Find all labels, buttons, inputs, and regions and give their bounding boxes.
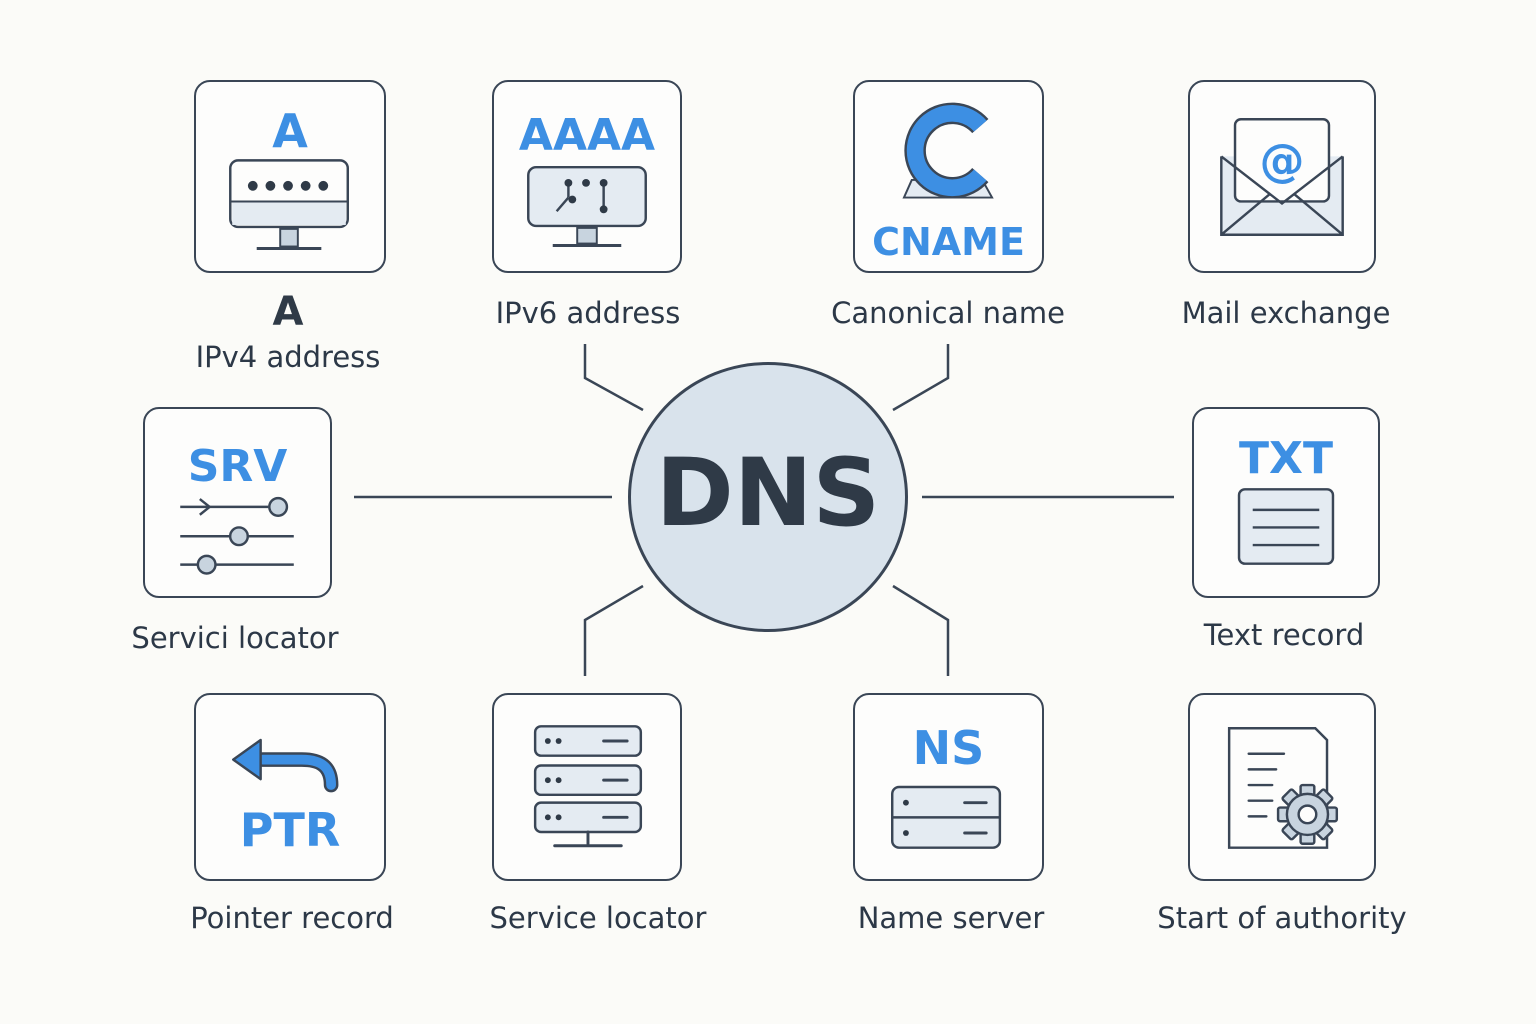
a-record-title: A [272,289,304,335]
dns-hub: DNS [628,362,908,632]
sliders-icon [180,496,294,575]
a-record-label: IPv4 address [195,340,381,374]
connector-server [583,584,644,676]
txt-record-card[interactable]: TXT [1192,407,1380,598]
letter-c-icon [902,102,994,199]
cname-record-card[interactable]: CNAME [853,80,1044,273]
monitor-icon [229,159,349,250]
txt-record-label: Text record [1203,618,1365,652]
cname-record-label: Canonical name [831,296,1065,330]
mx-record-label: Mail exchange [1181,296,1391,330]
monitor-network-icon [527,165,647,247]
mx-record-card[interactable]: @ [1188,80,1376,273]
service-locator-label: Service locator [489,901,707,935]
aaaa-record-card[interactable]: AAAA [492,80,682,273]
txt-record-code: TXT [1239,433,1333,484]
document-lines-icon [1237,488,1335,565]
ns-record-card[interactable]: NS [853,693,1044,881]
ptr-record-code: PTR [239,803,341,857]
a-record-code: A [272,104,308,158]
soa-record-card[interactable] [1188,693,1376,881]
service-locator-card[interactable] [492,693,682,881]
aaaa-record-label: IPv6 address [495,296,681,330]
connector-cname [892,344,950,412]
srv-record-card[interactable]: SRV [143,407,332,598]
ptr-record-label: Pointer record [190,901,394,935]
svg-text:@: @ [1259,134,1304,187]
return-arrow-icon [232,738,339,793]
soa-record-label: Start of authority [1157,901,1407,935]
a-record-card[interactable]: A [194,80,386,273]
srv-record-code: SRV [187,441,288,492]
aaaa-record-code: AAAA [518,110,656,161]
connector-ns [892,584,950,676]
server-rack-icon [533,725,643,848]
cname-record-code: CNAME [872,220,1025,264]
hub-label: DNS [655,439,881,548]
srv-record-label: Servici locator [131,621,339,655]
ns-record-code: NS [912,721,985,775]
document-gear-icon [1227,727,1339,849]
ptr-record-card[interactable]: PTR [194,693,386,881]
ns-record-label: Name server [857,901,1045,935]
server-icon [891,785,1002,849]
envelope-at-icon: @ [1220,118,1344,236]
connector-aaaa [583,344,644,412]
